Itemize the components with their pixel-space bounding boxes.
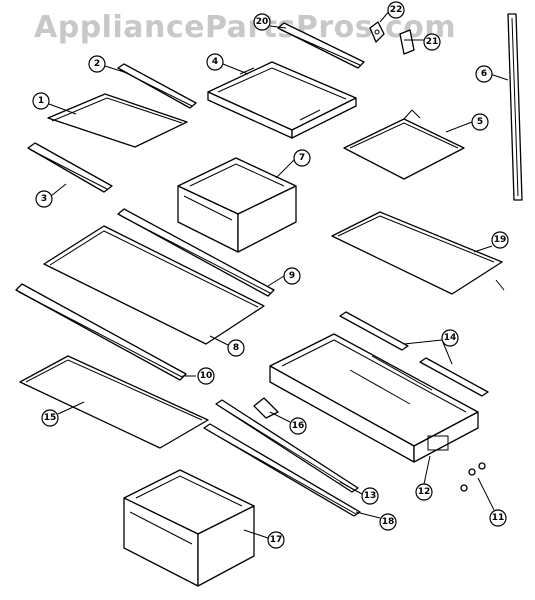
- callout-9: 9: [283, 267, 301, 285]
- callout-20: 20: [253, 13, 271, 31]
- callout-1: 1: [32, 92, 50, 110]
- callout-2: 2: [88, 55, 106, 73]
- svg-text:22: 22: [390, 5, 403, 15]
- part-18-trim: [203, 423, 361, 517]
- part-13-trim: [215, 399, 359, 493]
- part-3-trim: [27, 142, 113, 193]
- svg-text:5: 5: [477, 117, 483, 127]
- svg-text:2: 2: [94, 59, 100, 69]
- part-7-drawer: [177, 157, 297, 253]
- callout-14: 14: [441, 329, 459, 347]
- svg-text:4: 4: [212, 57, 218, 67]
- part-8-shelf: [43, 225, 265, 345]
- callout-10: 10: [197, 367, 215, 385]
- svg-text:16: 16: [292, 421, 305, 431]
- callout-7: 7: [293, 149, 311, 167]
- part-1-shelf: [47, 93, 188, 148]
- svg-text:14: 14: [444, 333, 457, 343]
- part-15-glass: [19, 355, 209, 449]
- part-12-frame: [269, 333, 479, 463]
- part-9-trim: [117, 208, 275, 297]
- svg-text:6: 6: [481, 69, 487, 79]
- svg-text:11: 11: [492, 513, 505, 523]
- svg-text:13: 13: [364, 491, 377, 501]
- svg-text:20: 20: [256, 17, 269, 27]
- part-16-bracket: [253, 397, 279, 419]
- callout-3: 3: [35, 190, 53, 208]
- svg-text:7: 7: [299, 153, 305, 163]
- part-17-drawer: [123, 469, 255, 587]
- callout-8: 8: [227, 339, 245, 357]
- svg-text:8: 8: [233, 343, 239, 353]
- part-4-tray: [207, 61, 357, 139]
- callout-5: 5: [471, 113, 489, 131]
- part-22-clip: [369, 21, 385, 43]
- callout-4: 4: [206, 53, 224, 71]
- svg-text:10: 10: [200, 371, 213, 381]
- part-5-shelf: [343, 109, 465, 180]
- callout-19: 19: [491, 231, 509, 249]
- part-21-clip: [399, 29, 415, 55]
- callout-18: 18: [379, 513, 397, 531]
- part-10-trim: [15, 283, 187, 381]
- svg-text:19: 19: [494, 235, 507, 245]
- callout-17: 17: [267, 531, 285, 549]
- svg-text:15: 15: [44, 413, 57, 423]
- svg-text:12: 12: [418, 487, 431, 497]
- part-20-rail: [277, 22, 365, 69]
- callout-11: 11: [489, 509, 507, 527]
- svg-text:18: 18: [382, 517, 395, 527]
- part-14-trim: [339, 311, 489, 397]
- svg-text:21: 21: [426, 37, 439, 47]
- svg-text:17: 17: [270, 535, 283, 545]
- part-11-screws: [460, 462, 486, 492]
- svg-text:3: 3: [41, 194, 47, 204]
- callout-16: 16: [289, 417, 307, 435]
- callout-21: 21: [423, 33, 441, 51]
- part-19-shelf: [331, 211, 505, 295]
- callout-12: 12: [415, 483, 433, 501]
- svg-text:9: 9: [289, 271, 295, 281]
- svg-text:1: 1: [38, 96, 44, 106]
- callout-22: 22: [387, 1, 405, 19]
- callout-15: 15: [41, 409, 59, 427]
- part-6-rail: [507, 13, 523, 201]
- part-2-trim: [117, 63, 197, 109]
- callout-6: 6: [475, 65, 493, 83]
- callout-13: 13: [361, 487, 379, 505]
